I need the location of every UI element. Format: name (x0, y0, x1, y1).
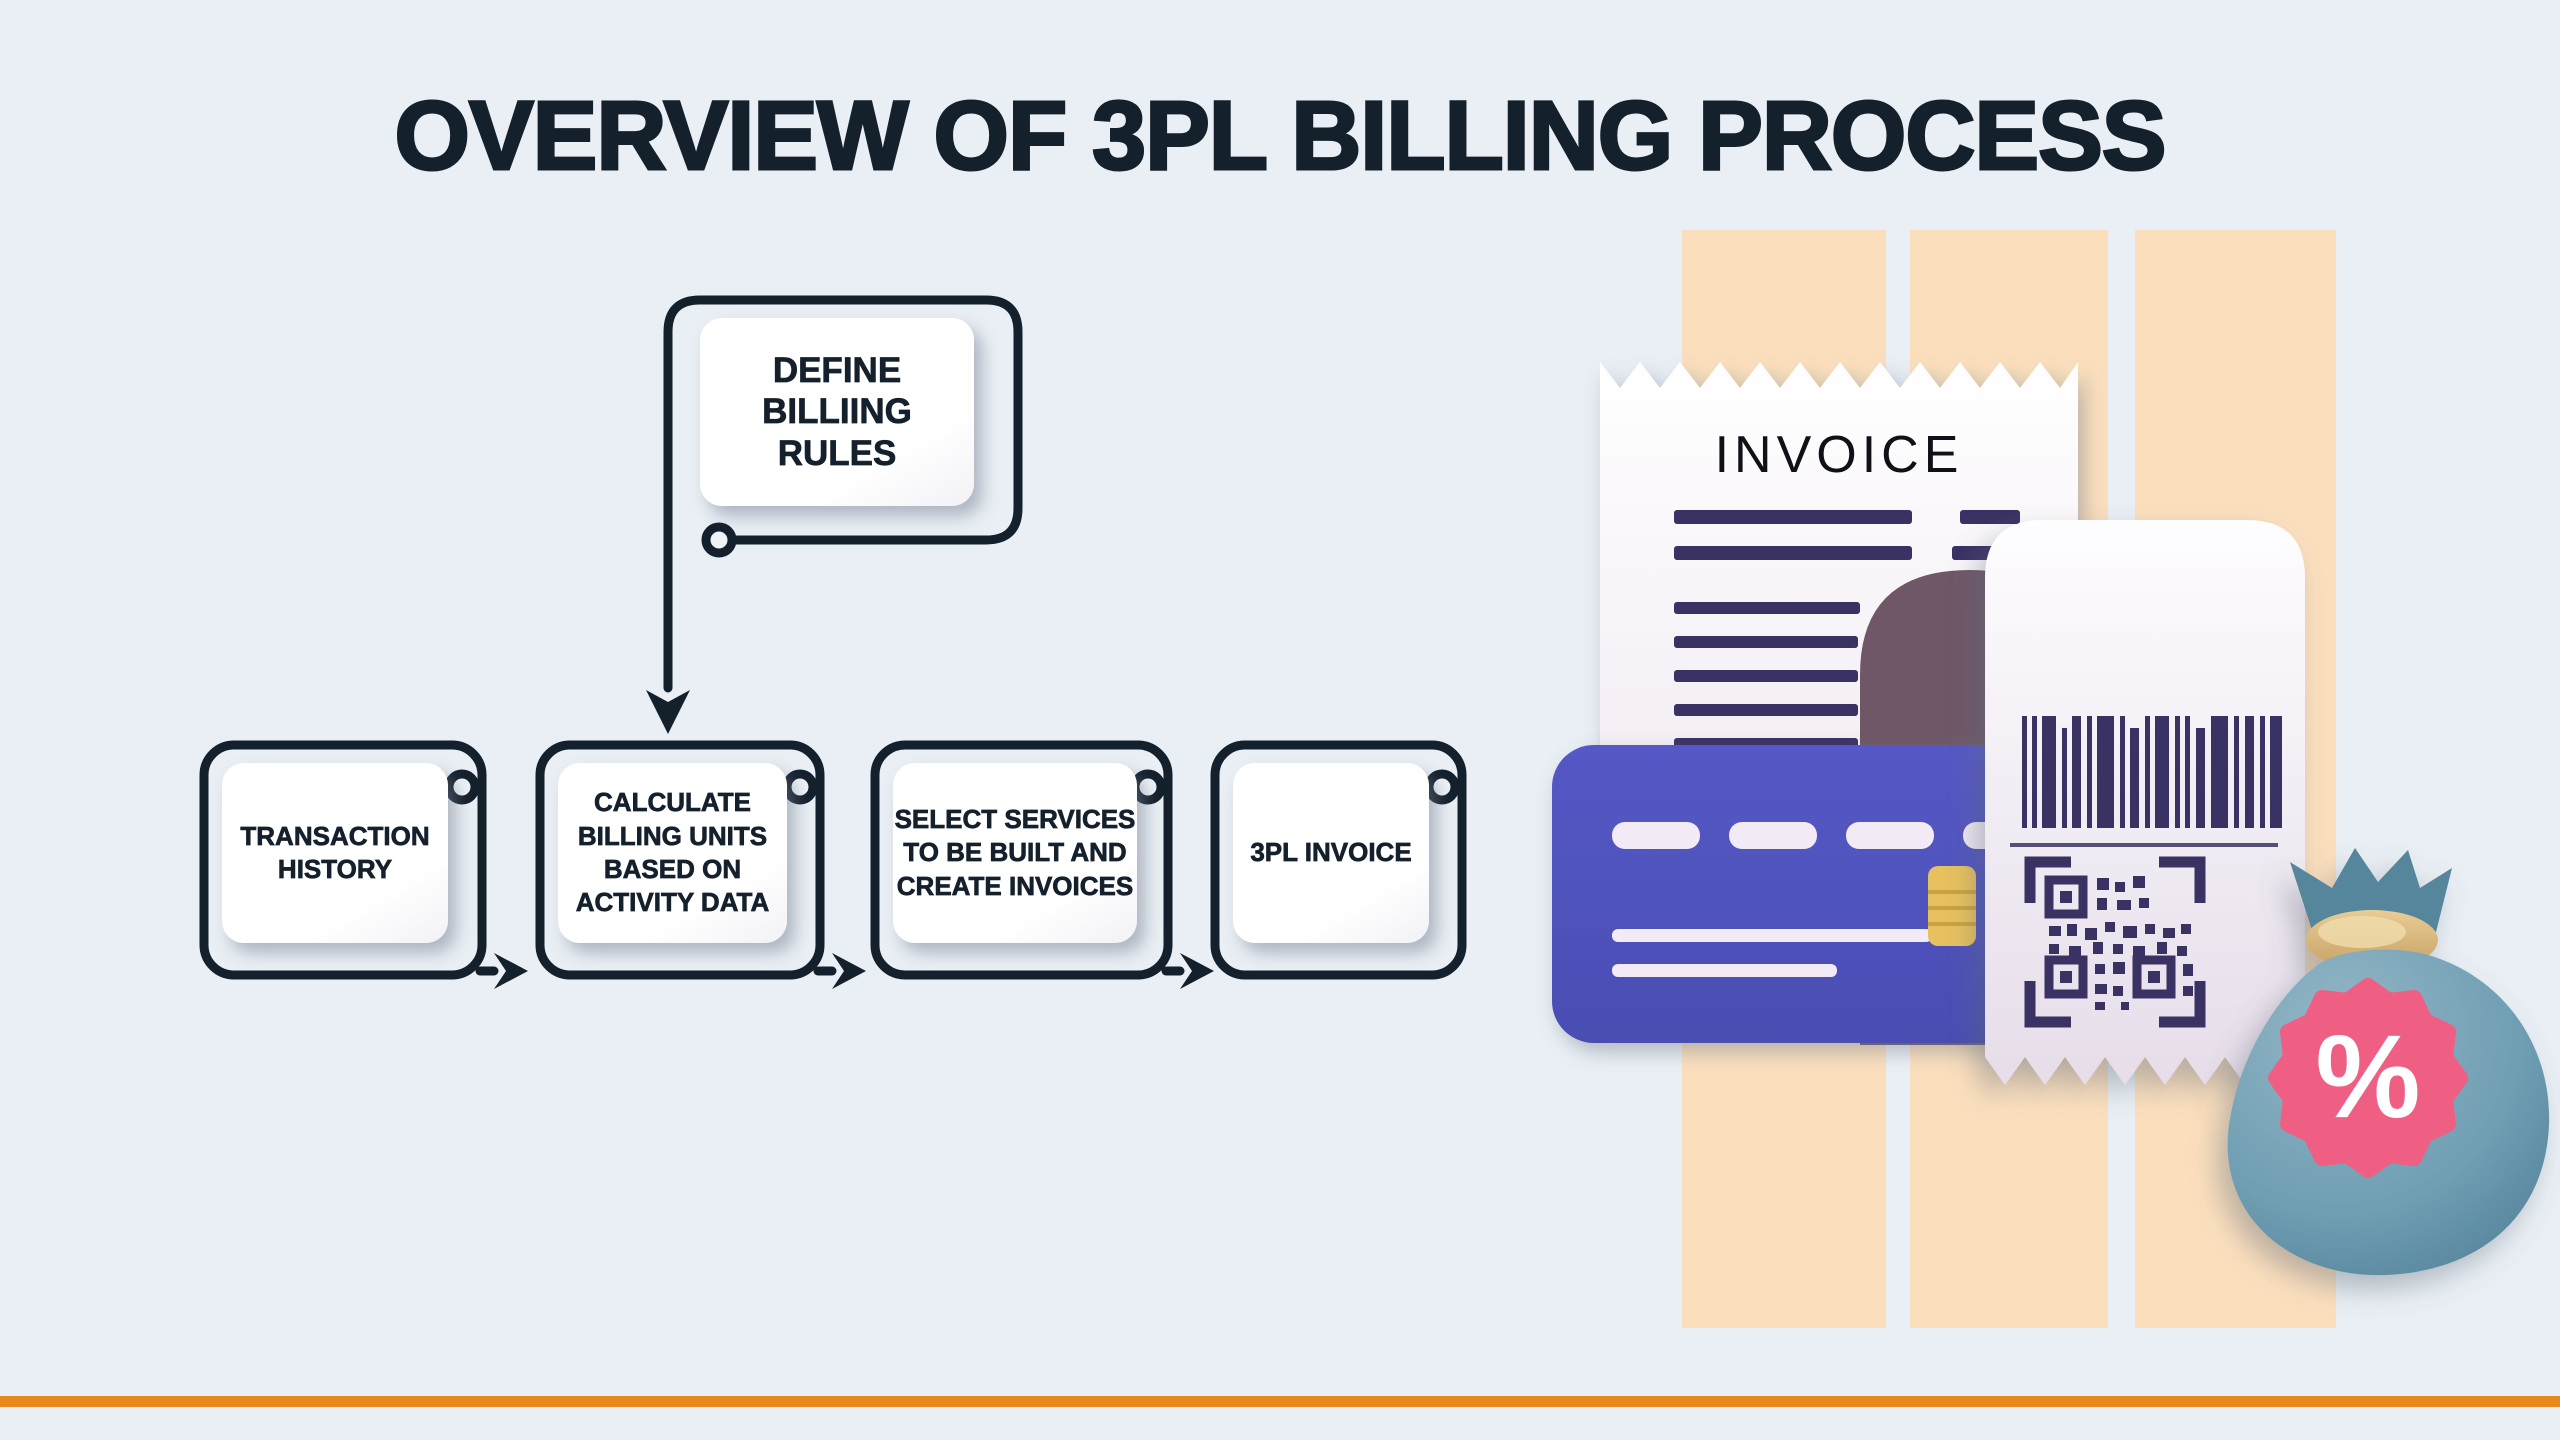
percent-symbol: % (2316, 1011, 2421, 1143)
flow-node-label: DEFINE BILLIING RULES (762, 351, 912, 473)
flow-node-define-billing-rules: DEFINE BILLIING RULES (700, 318, 974, 506)
barcode-receipt (1985, 520, 2305, 1085)
node-connector-dot (782, 769, 818, 805)
accent-divider-line (0, 1396, 2560, 1407)
flow-node-label: TRANSACTION HISTORY (240, 820, 430, 884)
flow-node-select-services: SELECT SERVICES TO BE BUILT AND CREATE I… (893, 763, 1137, 943)
flow-node-1-outline (199, 740, 487, 980)
node-connector-dot (444, 769, 480, 805)
down-arrow-icon (646, 690, 690, 734)
right-arrow-icon (1180, 953, 1214, 989)
page-title: OVERVIEW OF 3PL BILLING PROCESS (393, 80, 2168, 192)
qr-code-icon (2024, 856, 2206, 1028)
node-connector-dot (701, 522, 737, 558)
receipt-divider-line (2010, 843, 2278, 847)
money-bag-icon: % (2227, 848, 2550, 1276)
billing-process-flowchart (199, 295, 1467, 989)
flow-node-3-outline (870, 740, 1173, 980)
node-connector-dot (1130, 769, 1166, 805)
flow-node-4-outline (1210, 740, 1467, 980)
credit-card-icon (1552, 745, 2100, 1043)
barcode-icon (2022, 716, 2282, 828)
flow-node-label: CALCULATE BILLING UNITS BASED ON ACTIVIT… (575, 787, 770, 918)
card-chip-icon (1928, 866, 1976, 946)
right-arrow-icon (832, 953, 866, 989)
bag-knot (2290, 848, 2452, 932)
flow-node-2-outline (535, 740, 825, 980)
flow-node-label: SELECT SERVICES TO BE BUILT AND CREATE I… (894, 804, 1136, 901)
flow-node-3pl-invoice: 3PL INVOICE (1233, 763, 1429, 943)
flow-node-transaction-history: TRANSACTION HISTORY (222, 763, 448, 943)
flow-node-calculate-billing-units: CALCULATE BILLING UNITS BASED ON ACTIVIT… (558, 763, 787, 943)
invoice-title: INVOICE (1715, 426, 1964, 484)
right-arrow-icon (494, 953, 528, 989)
node-connector-dot (1424, 769, 1460, 805)
flow-node-label: 3PL INVOICE (1250, 837, 1412, 868)
percent-badge-icon: % (2268, 978, 2468, 1178)
flow-node-define-outline (663, 295, 1023, 693)
billing-illustration: INVOICE (1552, 230, 2550, 1328)
